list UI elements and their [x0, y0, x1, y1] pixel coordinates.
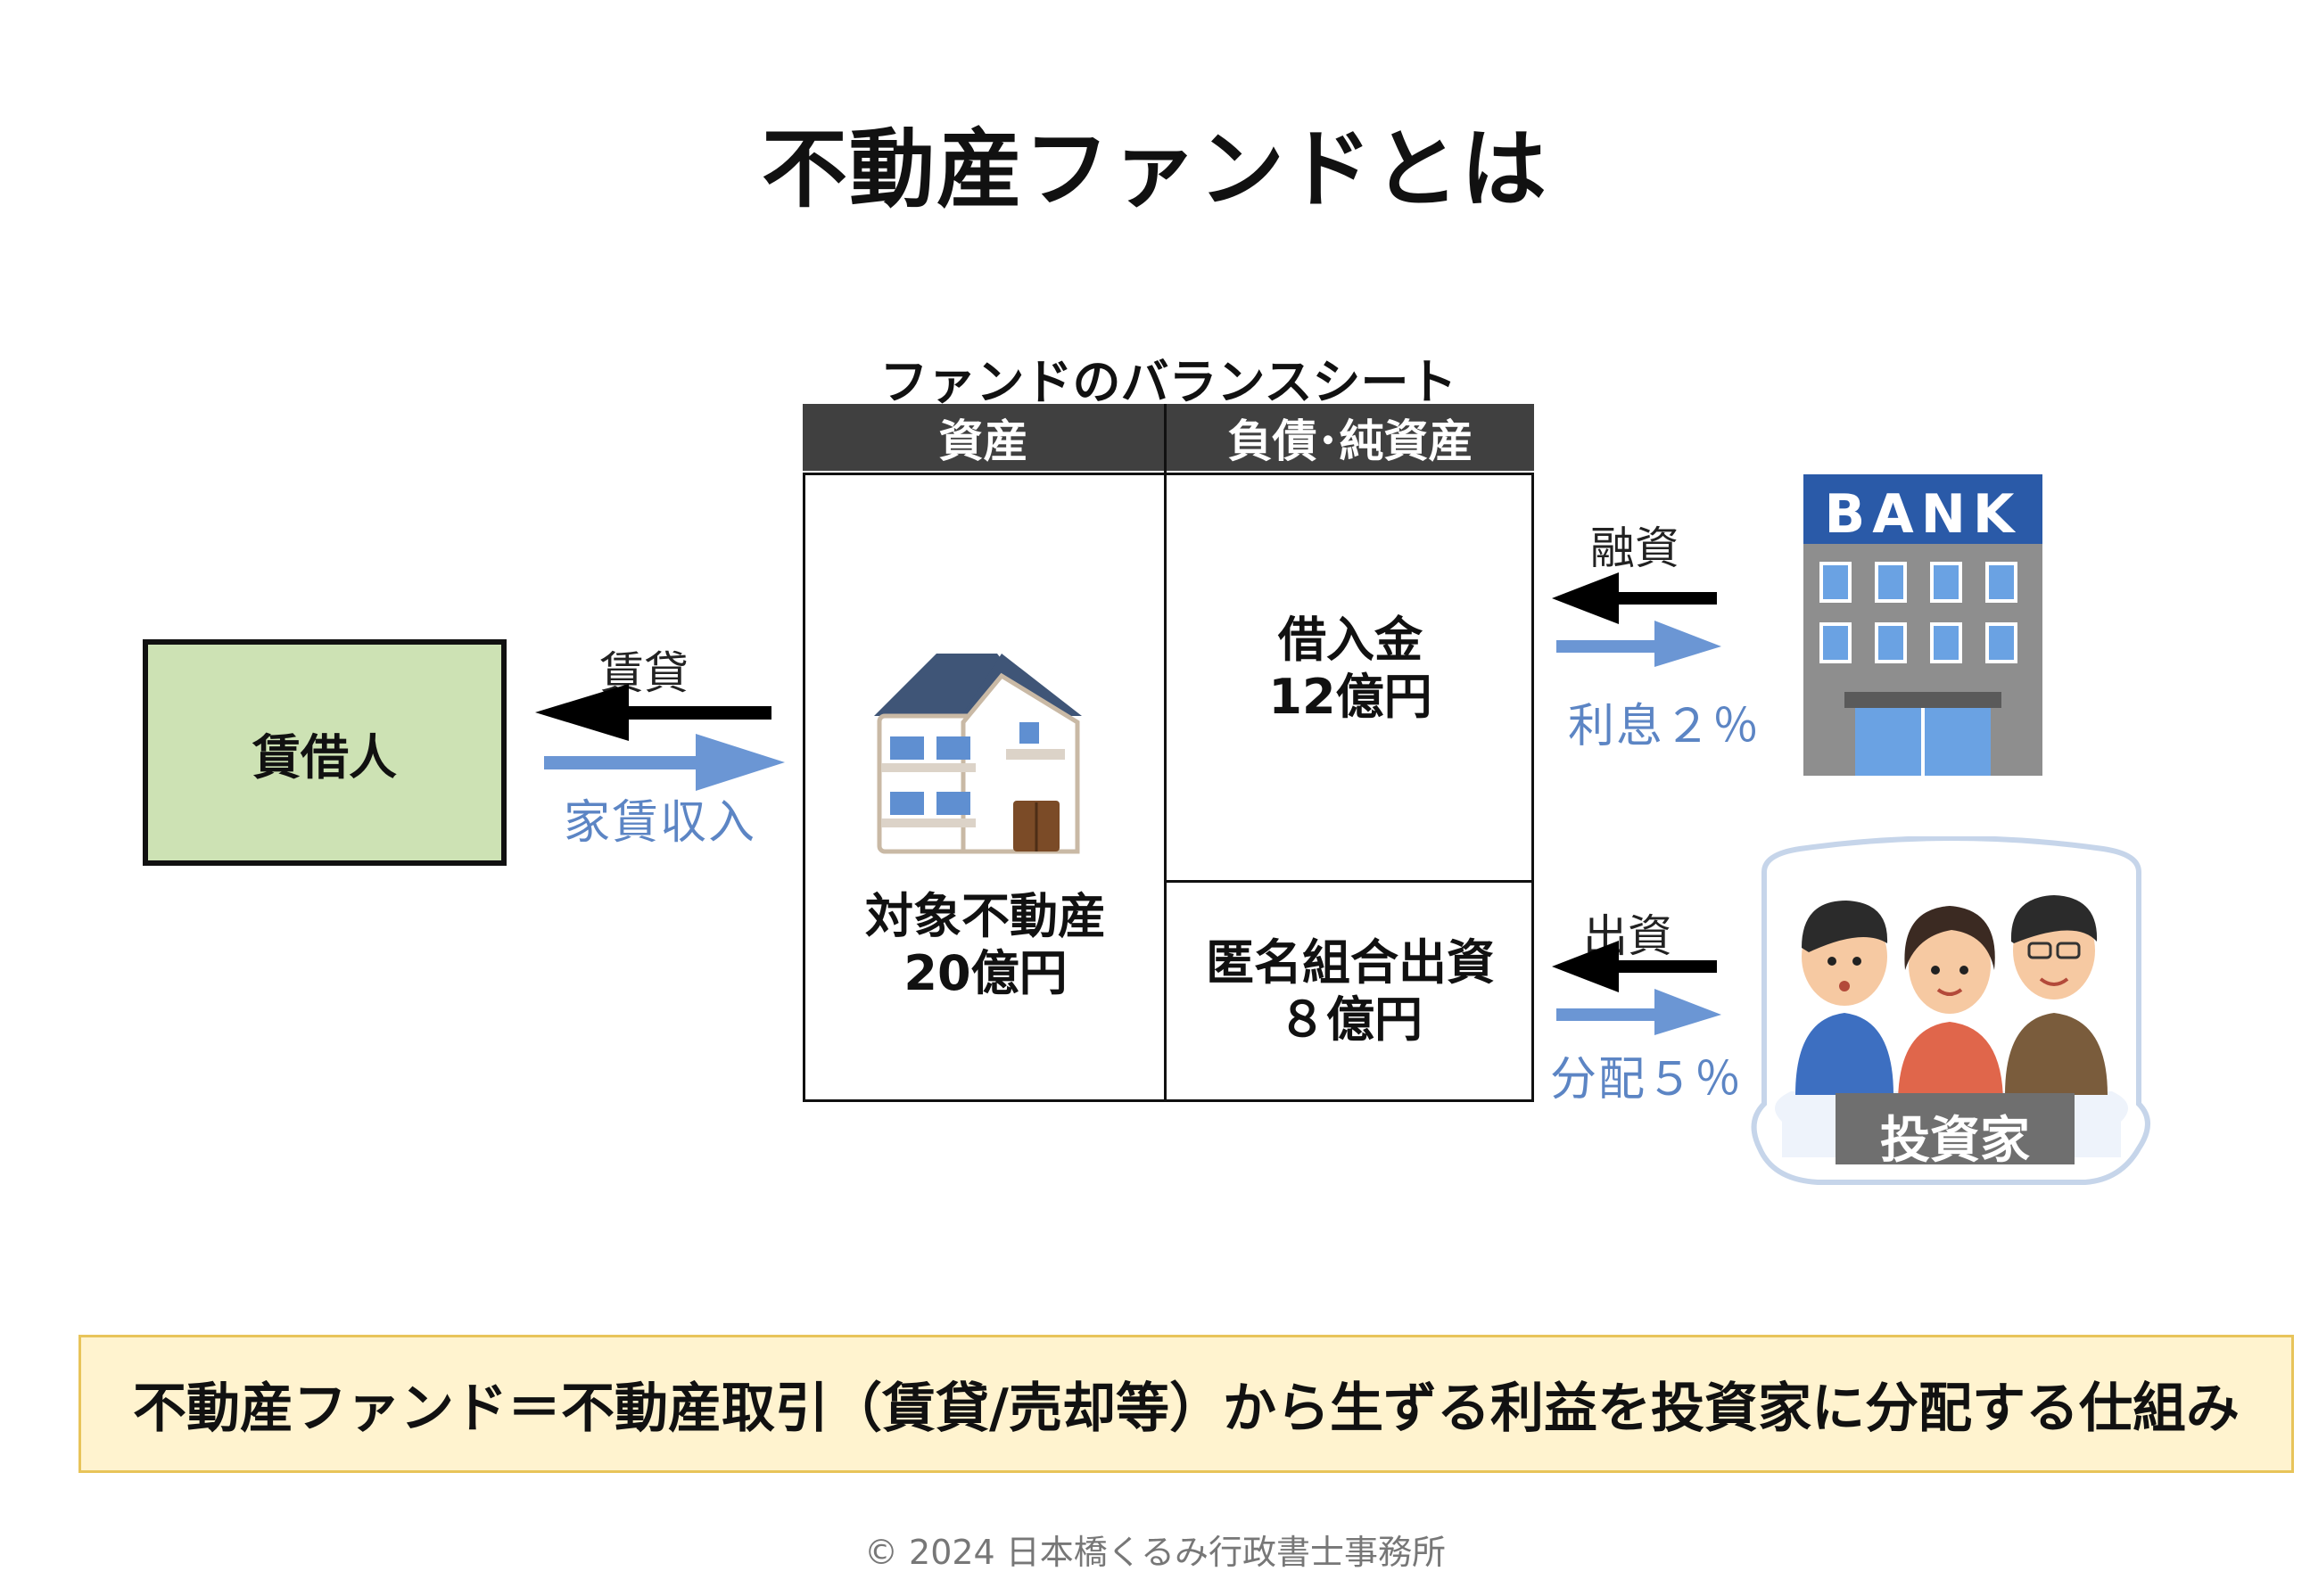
loan-amount-label: 借入金 12億円	[1268, 612, 1432, 725]
house-icon	[874, 654, 1082, 854]
distribution-label: 分配５％	[1550, 1053, 1744, 1107]
bank-sign: BANK	[1824, 483, 2022, 546]
lease-arrows-icon	[535, 684, 785, 791]
loan-arrows-icon	[1552, 572, 1721, 667]
page-title: 不動産ファンドとは	[762, 119, 1548, 219]
investor-badge: 投資家	[1880, 1112, 2030, 1170]
liabilities-header: 負債･純資産	[1167, 404, 1534, 471]
copyright-notice: © 2024 日本橋くるみ行政書士事務所	[863, 1533, 1447, 1572]
equity-amount-label: 匿名組合出資 ８億円	[1206, 934, 1495, 1048]
investors-group-icon	[1751, 836, 2150, 1185]
assets-header: 資産	[803, 404, 1164, 471]
bank-building-icon	[1803, 474, 2042, 776]
liabilities-divider	[1164, 880, 1534, 883]
rent-income-label: 家賃収入	[564, 796, 757, 850]
investment-arrows-icon	[1552, 941, 1721, 1035]
summary-banner: 不動産ファンド＝不動産取引（賃貸/売却等）から生ずる利益を投資家に分配する仕組み	[78, 1335, 2294, 1473]
balance-sheet-caption: ファンドのバランスシート	[879, 354, 1457, 410]
interest-label: 利息２％	[1568, 700, 1761, 753]
asset-property-label: 対象不動産 20億円	[865, 888, 1106, 1001]
balance-sheet-divider	[1164, 404, 1167, 1102]
loan-label: 融資	[1590, 522, 1679, 574]
lessee-box: 賃借人	[143, 639, 507, 866]
